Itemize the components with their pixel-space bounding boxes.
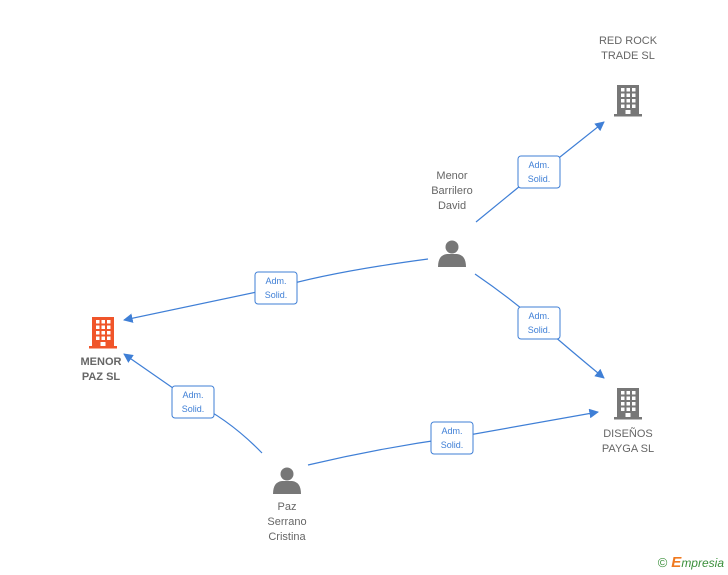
edge-label-box[interactable]: Adm. Solid. <box>517 306 561 340</box>
edge-label-line: Adm. <box>265 276 286 286</box>
brand-watermark: © Empresia <box>658 554 724 571</box>
brand-logo-initial: E <box>671 554 682 571</box>
edge-paz-serrano-to-disenos-payga: Adm. Solid. <box>307 408 599 466</box>
node-label-line: PAZ SL <box>82 371 121 383</box>
edge-label-line: Adm. <box>441 426 462 436</box>
person-icon <box>273 467 301 494</box>
node-label-line: David <box>438 200 466 212</box>
node-label-line: Paz <box>278 501 297 513</box>
edge-label-box[interactable]: Adm. Solid. <box>430 421 474 455</box>
node-label-line: Barrilero <box>431 185 473 197</box>
edge-label-line: Solid. <box>528 174 551 184</box>
copyright-symbol: © <box>657 555 668 570</box>
nodes-layer: RED ROCK TRADE SL MENOR PAZ SL DISEÑOS PAYGA … <box>81 35 658 543</box>
node-label-line: TRADE SL <box>601 50 655 62</box>
edge-menor-barrilero-to-menor-paz: Adm. Solid. <box>123 258 429 323</box>
node-label-line: DISEÑOS <box>603 427 653 440</box>
node-label-line: PAYGA SL <box>602 443 654 455</box>
node-menor-paz[interactable]: MENOR PAZ SL <box>81 317 122 383</box>
edge-menor-barrilero-to-disenos-payga: Adm. Solid. <box>474 273 605 379</box>
edge-label-line: Solid. <box>441 440 464 450</box>
building-icon <box>89 317 117 349</box>
node-label-line: Serrano <box>267 516 306 528</box>
edge-label-box[interactable]: Adm. Solid. <box>254 271 298 305</box>
edge-label-line: Adm. <box>182 390 203 400</box>
edge-label-box[interactable]: Adm. Solid. <box>517 155 561 189</box>
node-label-line: Cristina <box>268 531 306 543</box>
edge-menor-barrilero-to-red-rock: Adm. Solid. <box>475 121 605 223</box>
building-icon <box>614 85 642 117</box>
edge-label-line: Solid. <box>528 325 551 335</box>
node-label-line: Menor <box>436 170 468 182</box>
edge-label-line: Adm. <box>528 311 549 321</box>
edge-label-line: Adm. <box>528 160 549 170</box>
brand-logo-text: mpresia <box>681 556 724 570</box>
edges-layer: Adm. Solid. Adm. Solid. Adm. Solid. Adm. Solid.… <box>123 121 605 466</box>
node-disenos-payga[interactable]: DISEÑOS PAYGA SL <box>602 388 654 455</box>
node-red-rock[interactable]: RED ROCK TRADE SL <box>599 35 658 117</box>
building-icon <box>614 388 642 420</box>
edge-label-line: Solid. <box>265 290 288 300</box>
edge-label-line: Solid. <box>182 404 205 414</box>
person-icon <box>438 240 466 267</box>
edge-label-box[interactable]: Adm. Solid. <box>171 385 215 419</box>
node-label-line: MENOR <box>81 356 122 368</box>
edge-paz-serrano-to-menor-paz: Adm. Solid. <box>123 353 263 454</box>
node-label-line: RED ROCK <box>599 35 658 47</box>
